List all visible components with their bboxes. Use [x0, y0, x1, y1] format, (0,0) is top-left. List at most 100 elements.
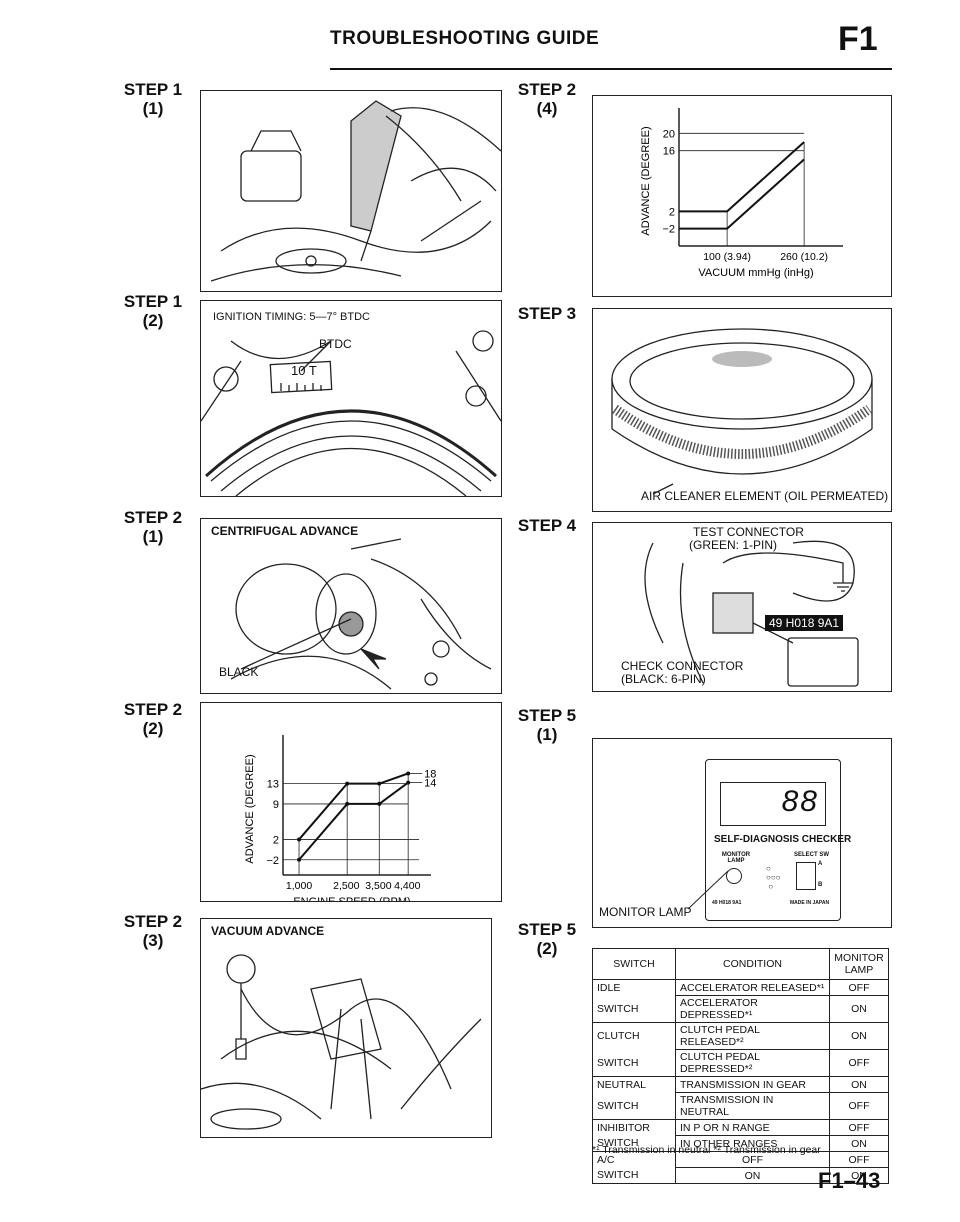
series-line-upper	[298, 772, 409, 841]
y-tick-label: 2	[273, 834, 279, 846]
page-number: F1–43	[818, 1168, 881, 1193]
tool-number-badge: 49 H018 9A1	[765, 615, 844, 631]
step-label: STEP 2(3)	[123, 912, 183, 950]
header-rule	[330, 68, 892, 70]
check-connector-label: CHECK CONNECTOR	[621, 659, 744, 673]
data-point	[406, 780, 411, 785]
centrifugal-advance-label: CENTRIFUGAL ADVANCE	[211, 524, 359, 538]
table-footnote: *¹ Transmission in neutral *² Transmissi…	[592, 1144, 821, 1156]
ignition-timing-illustration: IGNITION TIMING: 5—7° BTDC BTDC 10 T	[200, 300, 502, 497]
monitor-lamp-small-label: MONITOR LAMP	[721, 852, 751, 864]
switch-position-b: B	[818, 882, 823, 888]
condition-cell: ACCELERATOR RELEASED*¹	[675, 979, 830, 996]
vacuum-advance-label: VACUUM ADVANCE	[211, 924, 325, 938]
series-line-upper	[679, 141, 805, 213]
step-label: STEP 2(2)	[123, 700, 183, 738]
monitor-lamp-cell: OFF	[829, 1119, 889, 1136]
switch-position-a: A	[818, 861, 823, 867]
black-wire-label: BLACK	[219, 665, 259, 679]
series-end-label: 18	[424, 768, 436, 780]
step-label: STEP 4	[517, 516, 577, 535]
air-cleaner-illustration: AIR CLEANER ELEMENT (OIL PERMEATED)	[592, 308, 892, 512]
x-tick-label: 100 (3.94)	[703, 251, 751, 263]
condition-cell: CLUTCH PEDAL RELEASED*²	[675, 1022, 830, 1050]
data-point	[377, 801, 382, 806]
vacuum-advance-illustration: VACUUM ADVANCE	[200, 918, 492, 1138]
condition-cell: TRANSMISSION IN NEUTRAL	[675, 1092, 830, 1120]
x-tick-label: 260 (10.2)	[780, 251, 828, 263]
y-tick-label: 20	[663, 128, 675, 140]
column-header: SWITCH	[592, 948, 676, 980]
x-tick-label: 4,400	[394, 880, 420, 892]
switch-cell: IDLE	[592, 979, 676, 996]
switch-cell: INHIBITOR	[592, 1119, 676, 1136]
monitor-lamp-cell: ON	[829, 1022, 889, 1050]
timing-light-illustration	[200, 90, 502, 292]
y-tick-label: −2	[266, 855, 279, 867]
display-digits: 88	[781, 785, 819, 818]
monitor-lamp-cell: ON	[829, 1167, 889, 1184]
column-header: CONDITION	[675, 948, 830, 980]
air-cleaner-label: AIR CLEANER ELEMENT (OIL PERMEATED)	[641, 489, 889, 503]
checker-display: 88	[720, 782, 826, 826]
step-label: STEP 5(1)	[517, 706, 577, 744]
made-in-label: MADE IN JAPAN	[790, 900, 830, 906]
step-label: STEP 1(1)	[123, 80, 183, 118]
x-tick-label: 1,000	[286, 880, 312, 892]
monitor-lamp-cell: OFF	[829, 1049, 889, 1077]
timing-mark-label: 10 T	[291, 363, 317, 378]
check-connector-illustration: TEST CONNECTOR (GREEN: 1-PIN) 49 H018 9A…	[592, 522, 892, 692]
monitor-lamp-cell: ON	[829, 1135, 889, 1152]
checker-tool-number: 49 H018 9A1	[712, 900, 742, 906]
monitor-lamp-icon	[726, 868, 742, 884]
data-point	[345, 801, 350, 806]
btdc-label: BTDC	[319, 337, 352, 351]
page-title: TROUBLESHOOTING GUIDE	[330, 28, 600, 49]
y-tick-label: 9	[273, 799, 279, 811]
step-label: STEP 2(1)	[123, 508, 183, 546]
section-code: F1	[838, 20, 878, 58]
condition-cell: ON	[675, 1167, 830, 1184]
checker-title: SELF-DIAGNOSIS CHECKER	[714, 834, 852, 845]
y-tick-label: 2	[669, 206, 675, 218]
buttons-icon: ○○○○ ○	[766, 864, 781, 891]
y-axis-title: ADVANCE (DEGREE)	[640, 126, 652, 235]
monitor-lamp-cell: OFF	[829, 1092, 889, 1120]
y-axis-title: ADVANCE (DEGREE)	[244, 754, 256, 863]
series-end-label: 14	[424, 778, 436, 790]
switch-cell: SWITCH	[592, 995, 676, 1023]
x-axis-title: VACUUM mmHg (inHg)	[698, 267, 813, 279]
y-tick-label: 13	[267, 779, 279, 791]
switch-cell: SWITCH	[592, 1049, 676, 1077]
data-point	[345, 781, 350, 786]
condition-cell: IN P OR N RANGE	[675, 1119, 830, 1136]
select-switch-label: SELECT SW	[794, 852, 830, 858]
switch-cell: A/C	[592, 1151, 676, 1168]
monitor-lamp-cell: OFF	[829, 1151, 889, 1168]
condition-cell: CLUTCH PEDAL DEPRESSED*²	[675, 1049, 830, 1077]
x-tick-label: 2,500	[333, 880, 359, 892]
switch-cell: NEUTRAL	[592, 1076, 676, 1093]
checker-body: 88 SELF-DIAGNOSIS CHECKER MONITOR LAMP ○…	[705, 759, 851, 921]
condition-cell: ACCELERATOR DEPRESSED*¹	[675, 995, 830, 1023]
data-point	[297, 837, 302, 842]
data-point	[297, 857, 302, 862]
data-point	[377, 781, 382, 786]
switch-cell: SWITCH	[592, 1092, 676, 1120]
x-axis-title: ENGINE SPEED (RPM)	[293, 896, 410, 901]
monitor-lamp-cell: OFF	[829, 979, 889, 996]
step-label: STEP 5(2)	[517, 920, 577, 958]
x-tick-label: 3,500	[365, 880, 391, 892]
step-label: STEP 2(4)	[517, 80, 577, 118]
